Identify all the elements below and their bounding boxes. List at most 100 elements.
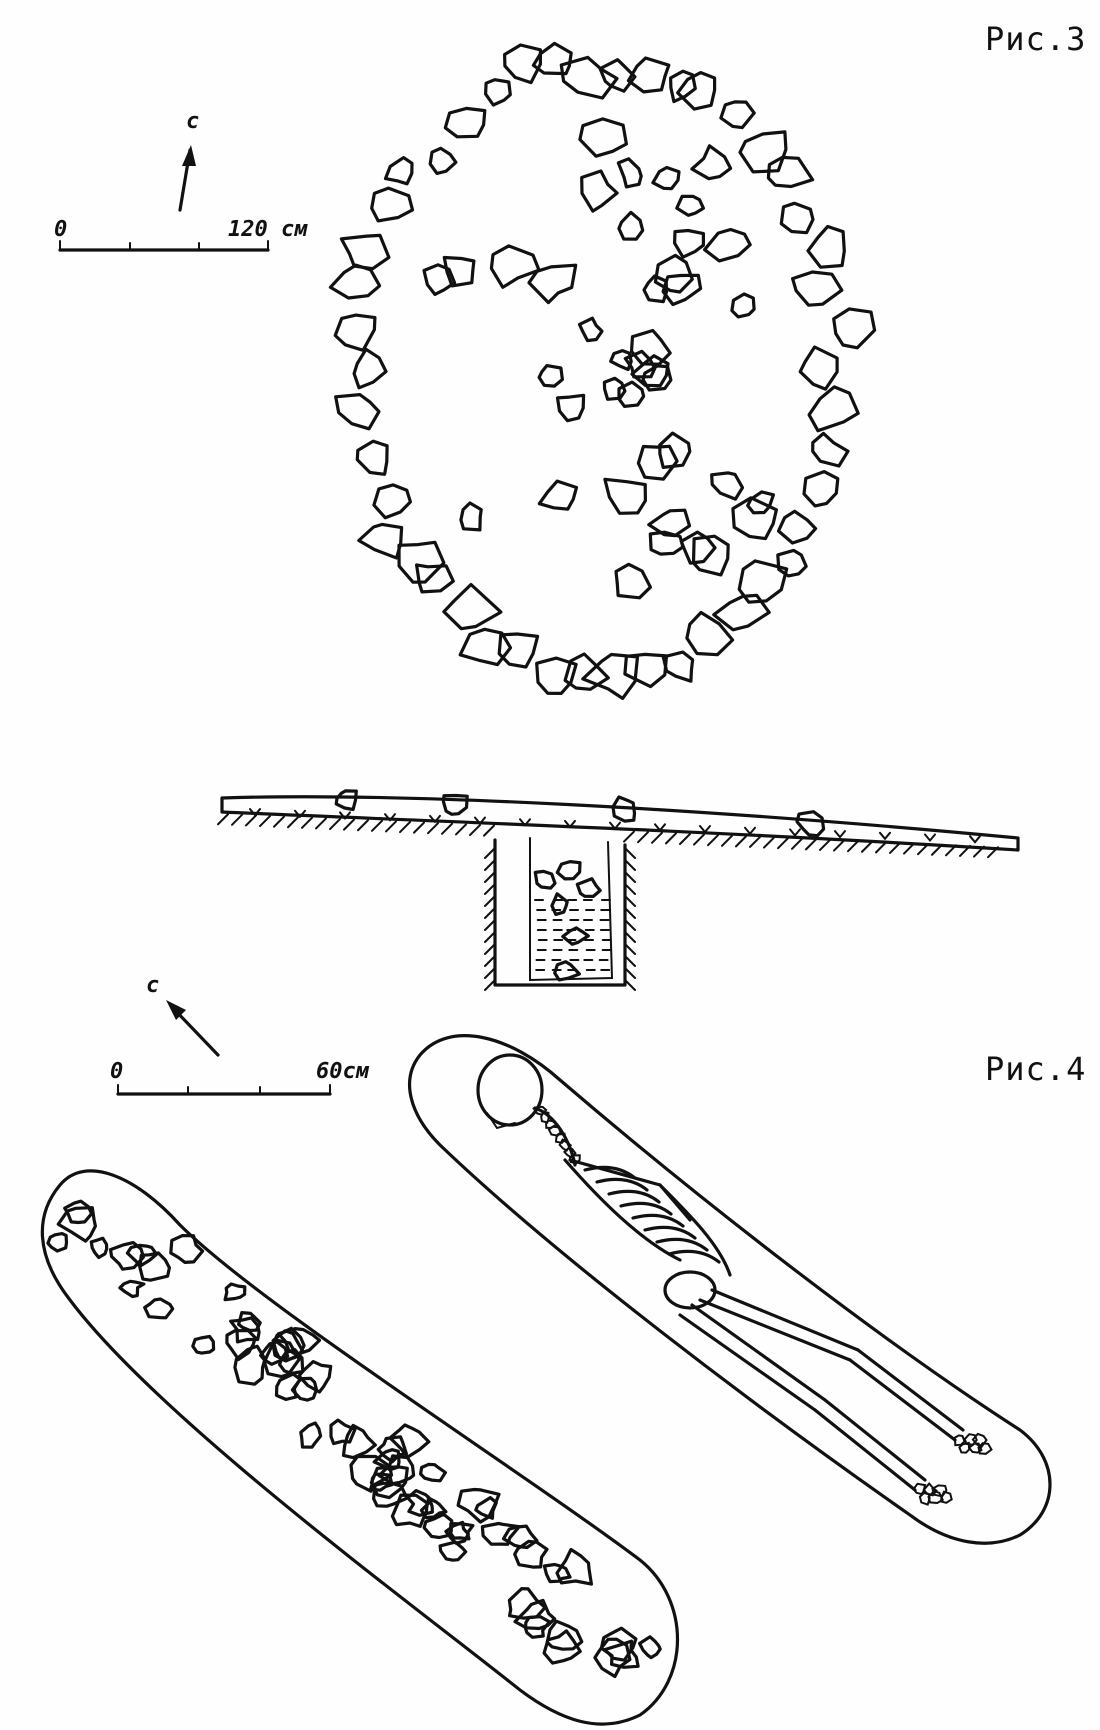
stone	[746, 490, 775, 515]
stone	[766, 155, 815, 189]
section-pit-fill	[533, 860, 612, 982]
fig3-north-letter: с	[186, 109, 199, 134]
hatch-line	[469, 824, 481, 837]
hatch-line	[959, 844, 971, 857]
hatch-line	[231, 813, 243, 826]
foot-bone	[958, 1441, 971, 1454]
stone	[623, 652, 669, 689]
hatch-line	[819, 838, 831, 851]
foot-bone	[922, 1482, 938, 1497]
foot-bone	[977, 1442, 993, 1455]
turf-mark	[744, 826, 756, 836]
grave-stones	[46, 1199, 662, 1679]
grave-stone	[438, 1540, 468, 1562]
left-femur	[698, 1288, 860, 1362]
grave-stone	[369, 1472, 394, 1492]
fig4-scale-start: 0	[110, 1059, 123, 1084]
surface-stone	[611, 795, 637, 823]
grave-stone	[501, 1524, 539, 1550]
vertebra	[554, 1132, 567, 1144]
hatch-line	[624, 919, 636, 931]
grave-stone	[602, 1639, 640, 1669]
rib	[607, 1189, 661, 1204]
fig4-grave-stone-fill	[40, 1169, 679, 1726]
hatch-line	[987, 846, 999, 859]
stone	[415, 563, 455, 594]
stone	[691, 534, 730, 577]
grave-stone	[513, 1598, 557, 1631]
stone	[535, 656, 578, 695]
grave-stone	[422, 1512, 454, 1540]
grave-stone	[223, 1282, 247, 1302]
grave-stone	[341, 1423, 377, 1460]
grave-stone	[390, 1493, 429, 1528]
hatch-line	[245, 814, 257, 827]
turf-mark	[384, 813, 396, 822]
hatch-line	[413, 821, 425, 834]
stone	[617, 210, 645, 241]
rib	[631, 1213, 685, 1228]
hatch-line	[805, 838, 817, 851]
fig3-scale-bar: 0 120 см	[54, 217, 308, 252]
grave-stone	[388, 1423, 431, 1459]
turf-mark	[654, 823, 666, 832]
grave-stone	[456, 1487, 501, 1524]
hatch-line	[315, 817, 327, 830]
stone	[676, 71, 717, 111]
grave-stone	[542, 1629, 582, 1665]
hatch-line	[833, 839, 845, 852]
grave-stone	[372, 1481, 409, 1508]
right-arm	[658, 1183, 732, 1277]
stone	[442, 255, 476, 288]
fig4-north-arrow: с	[146, 973, 220, 1057]
fig3-section	[217, 789, 1020, 991]
stone	[609, 349, 633, 372]
stone	[647, 508, 692, 538]
rib	[643, 1225, 697, 1240]
grave-stone	[46, 1232, 69, 1253]
hatch-line	[301, 816, 313, 829]
grave-stone	[593, 1637, 632, 1679]
foot-bone	[971, 1432, 988, 1449]
hatch-line	[665, 832, 677, 845]
grave-stone	[271, 1329, 305, 1363]
grave-stone	[542, 1562, 572, 1584]
stone	[791, 270, 844, 307]
hatch-line	[931, 843, 943, 856]
figure-3-label: Рис.3	[985, 20, 1087, 58]
stone	[489, 244, 541, 289]
grave-stone	[89, 1236, 109, 1260]
hatch-line	[273, 815, 285, 828]
turf-mark	[564, 819, 576, 829]
stone	[614, 562, 652, 600]
stone	[651, 165, 681, 191]
hatch-line	[945, 844, 957, 857]
hatch-line	[624, 871, 636, 883]
fig4-scale-end: 60см	[316, 1059, 370, 1084]
stone	[730, 292, 756, 319]
pit-stone	[561, 926, 590, 946]
hatch-line	[455, 823, 467, 836]
pit-stone	[555, 860, 582, 881]
stone	[636, 444, 679, 481]
hatch-line	[777, 837, 789, 850]
grave-stone	[406, 1489, 434, 1517]
stone	[578, 117, 628, 158]
grave-stone	[237, 1311, 262, 1333]
stone	[563, 652, 610, 691]
grave-stone	[290, 1376, 319, 1402]
stone	[811, 431, 850, 468]
grave-stone	[638, 1635, 662, 1660]
stone	[580, 169, 619, 213]
grave-stone	[108, 1241, 145, 1271]
rib	[619, 1201, 673, 1216]
hatch-line	[484, 859, 496, 871]
turf-mark	[789, 828, 801, 837]
grave-stone	[191, 1334, 216, 1355]
hatch-line	[651, 831, 663, 844]
grave-stone	[376, 1435, 408, 1464]
hatch-line	[371, 819, 383, 832]
grave-stone	[118, 1279, 146, 1299]
stone	[616, 157, 643, 189]
